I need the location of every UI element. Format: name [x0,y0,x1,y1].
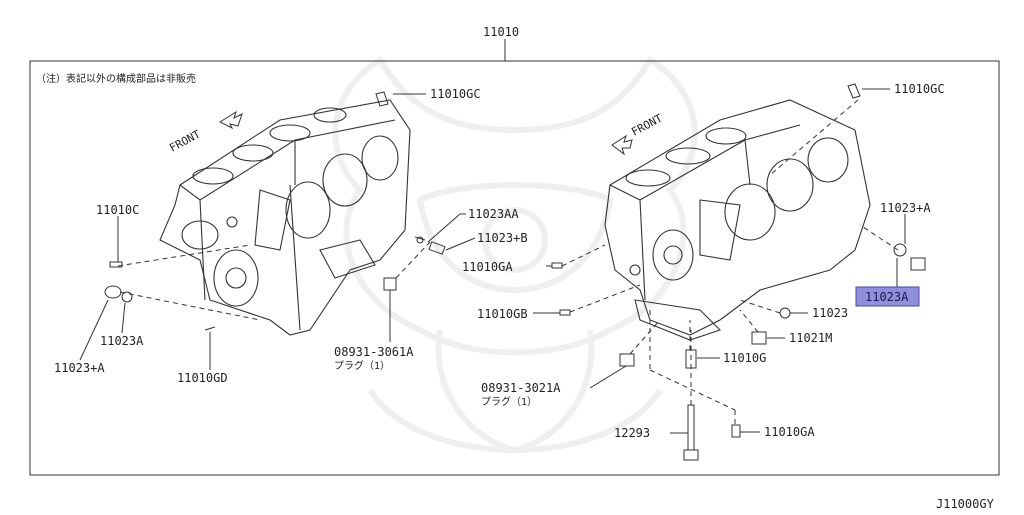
label-right-11021M[interactable]: 11021M [789,331,832,345]
front-label-right: FRONT [629,111,665,138]
label-right-11010GB[interactable]: 11010GB [477,307,528,321]
label-right-11023[interactable]: 11023 [812,306,848,320]
selected-part-highlight[interactable] [855,286,920,307]
diagram-frame [29,60,1000,476]
label-left-11010C[interactable]: 11010C [96,203,139,217]
label-right-plug-name: プラグ（1） [481,395,537,408]
label-left-plug-code[interactable]: 08931-3061A [334,345,414,359]
label-left-11023A[interactable]: 11023A [100,334,144,348]
watermark-emblem [332,55,698,454]
label-left-11023AA[interactable]: 11023AA [468,207,519,221]
selected-part-11023A[interactable]: 11023A [855,286,920,307]
figure-code: J11000GY [936,497,995,511]
label-right-11023A-plus[interactable]: 11023+A [880,201,931,215]
left-engine-block [159,99,411,336]
left-front-arrow: FRONT [167,110,243,155]
label-left-11023B[interactable]: 11023+B [477,231,528,245]
right-engine-block [604,99,871,341]
label-11010[interactable]: 11010 [483,25,519,39]
label-right-11010GA-bottom[interactable]: 11010GA [764,425,815,439]
label-left-plug-name: プラグ（1） [334,359,390,372]
label-left-11010GD[interactable]: 11010GD [177,371,228,385]
label-right-12293[interactable]: 12293 [614,426,650,440]
label-right-plug-code[interactable]: 08931-3021A [481,381,561,395]
front-label-left: FRONT [167,127,203,154]
label-right-11010GA-top[interactable]: 11010GA [462,260,513,274]
label-left-11023A-plus[interactable]: 11023+A [54,361,105,375]
label-right-11023A[interactable]: 11023A [865,290,909,304]
label-right-11010GC[interactable]: 11010GC [894,82,945,96]
label-left-11010GC[interactable]: 11010GC [430,87,481,101]
note-text: （注）表記以外の構成部品は非販売 [36,72,196,85]
label-right-11010G[interactable]: 11010G [723,351,766,365]
right-front-arrow: FRONT [611,111,665,156]
